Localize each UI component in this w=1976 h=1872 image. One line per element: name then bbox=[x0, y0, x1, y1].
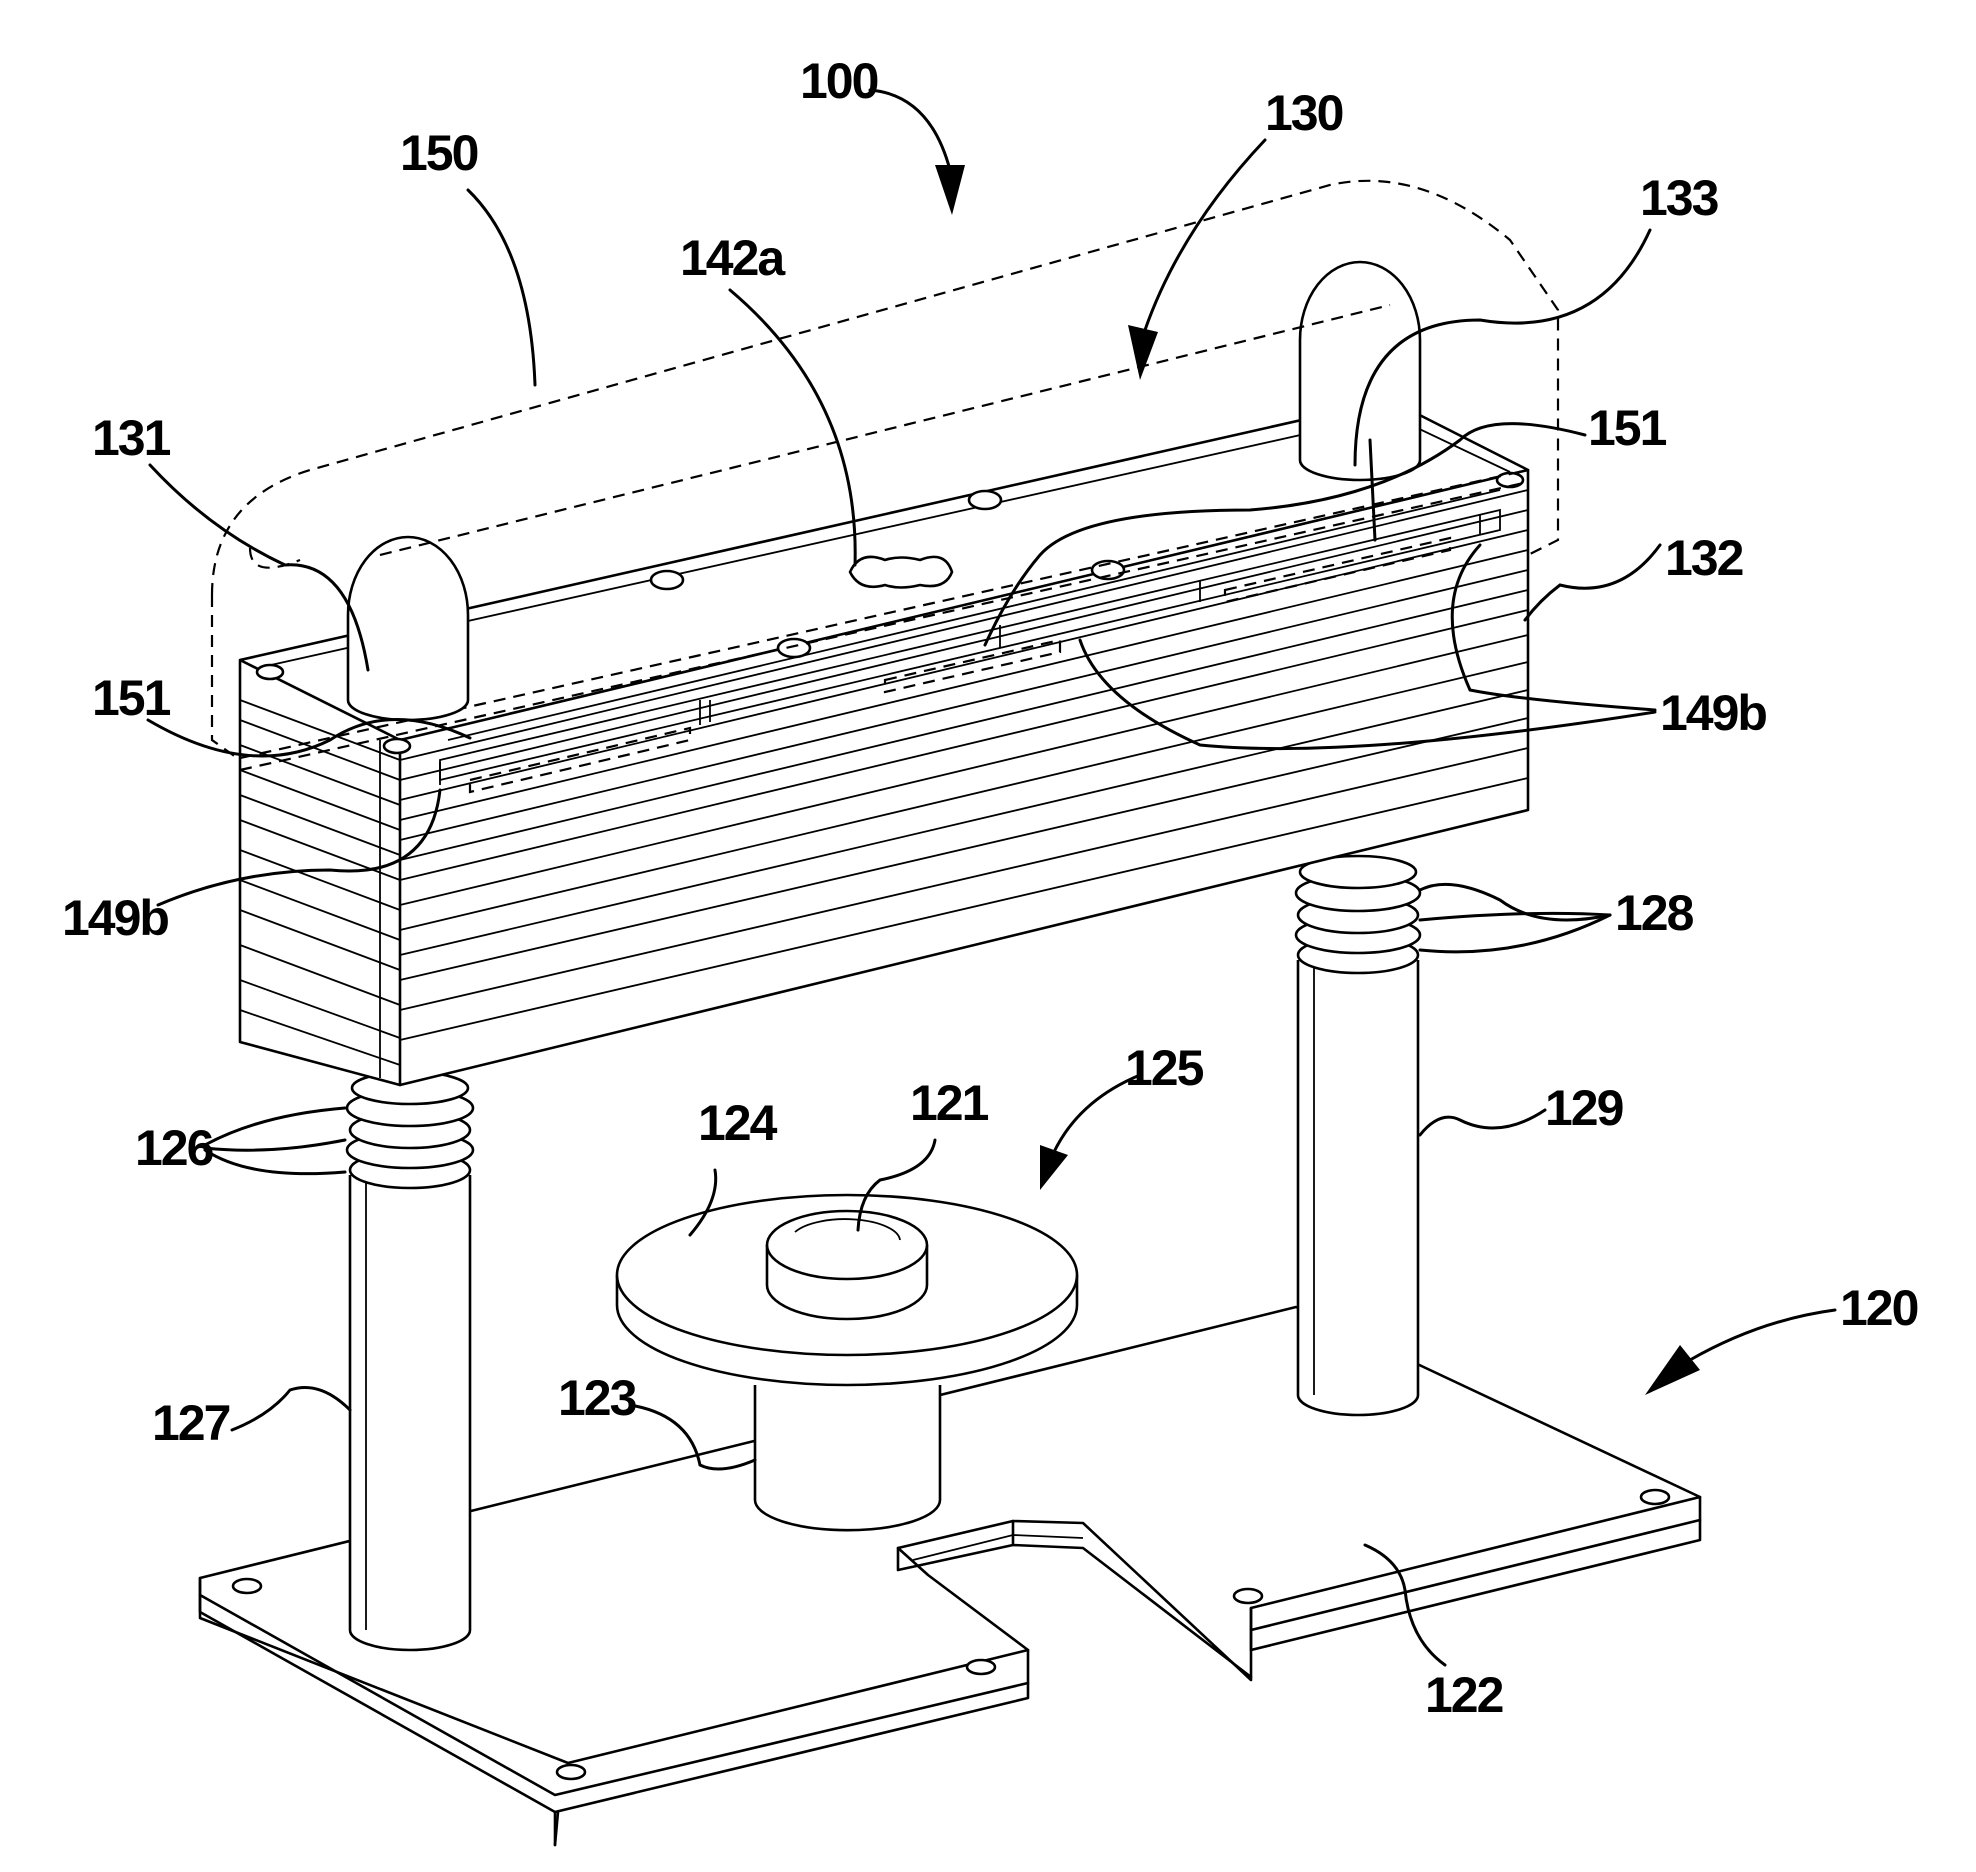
label-128: 128 bbox=[1615, 885, 1694, 941]
label-151-left: 151 bbox=[92, 670, 171, 726]
label-130: 130 bbox=[1265, 85, 1343, 141]
label-151-right: 151 bbox=[1588, 400, 1667, 456]
right-post bbox=[1296, 856, 1420, 1415]
label-126: 126 bbox=[135, 1120, 213, 1176]
label-133: 133 bbox=[1640, 170, 1718, 226]
label-132: 132 bbox=[1665, 530, 1743, 586]
label-100: 100 bbox=[800, 53, 878, 109]
label-149b-left: 149b bbox=[62, 890, 168, 946]
mounting-hole bbox=[557, 1765, 585, 1779]
post-cap-right bbox=[1300, 262, 1420, 480]
center-boss bbox=[767, 1211, 927, 1319]
label-123: 123 bbox=[558, 1370, 636, 1426]
label-122: 122 bbox=[1425, 1667, 1503, 1723]
label-150: 150 bbox=[400, 125, 478, 181]
label-142a: 142a bbox=[680, 230, 786, 286]
label-124: 124 bbox=[698, 1095, 778, 1151]
pedestal bbox=[755, 1385, 940, 1530]
label-129: 129 bbox=[1545, 1080, 1623, 1136]
label-125: 125 bbox=[1125, 1040, 1204, 1096]
label-131: 131 bbox=[92, 410, 171, 466]
mounting-hole bbox=[1641, 1490, 1669, 1504]
mounting-hole bbox=[233, 1579, 261, 1593]
label-120: 120 bbox=[1840, 1280, 1918, 1336]
label-149b-right: 149b bbox=[1660, 685, 1766, 741]
left-post bbox=[347, 1072, 473, 1650]
label-121: 121 bbox=[910, 1075, 989, 1131]
mounting-hole bbox=[1234, 1589, 1262, 1603]
mounting-hole bbox=[967, 1660, 995, 1674]
post-cap-left bbox=[348, 537, 468, 720]
label-127: 127 bbox=[152, 1395, 230, 1451]
